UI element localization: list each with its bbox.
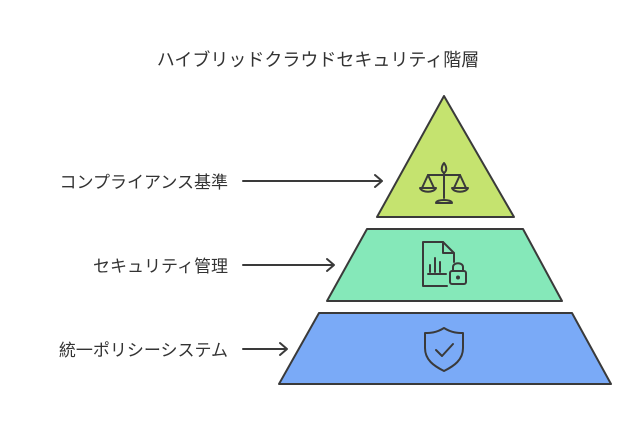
tier-label-unified-policy: 統一ポリシーシステム — [59, 341, 228, 361]
tier-label-security-management: セキュリティ管理 — [93, 257, 228, 277]
balance-scale-icon — [419, 162, 469, 204]
tier-security-management — [326, 228, 563, 302]
arrow-compliance — [242, 174, 383, 188]
label-row-unified-policy: 統一ポリシーシステム — [59, 341, 288, 361]
tier-label-compliance: コンプライアンス基準 — [60, 173, 228, 193]
tier-top-shape — [376, 95, 515, 218]
label-row-compliance: コンプライアンス基準 — [60, 173, 383, 193]
tier-compliance-standards — [376, 95, 515, 218]
tier-bottom-shape — [278, 312, 612, 385]
shield-check-icon — [424, 327, 464, 372]
label-row-security-management: セキュリティ管理 — [93, 257, 335, 277]
tier-middle-shape — [326, 228, 563, 302]
diagram-title: ハイブリッドクラウドセキュリティ階層 — [157, 49, 480, 71]
tier-unified-policy-system — [278, 312, 612, 385]
arrow-security-management — [242, 258, 335, 272]
arrow-unified-policy — [242, 342, 288, 356]
locked-document-chart-icon — [422, 241, 467, 287]
